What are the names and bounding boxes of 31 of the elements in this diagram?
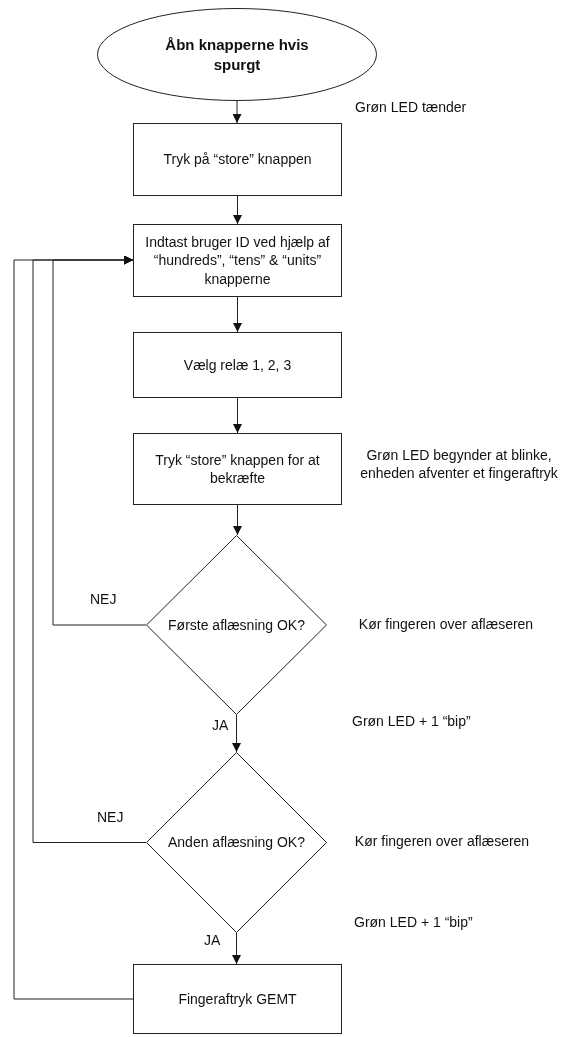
step-text: Tryk “store” knappen for at bekræfte	[154, 450, 321, 488]
process-box	[133, 123, 342, 196]
note-text: Kør fingeren over aflæseren	[353, 832, 531, 851]
start-ellipse	[97, 8, 377, 101]
edge-label: JA	[211, 717, 230, 733]
step-text: Fingeraftryk GEMT	[177, 989, 298, 1009]
step-text: Indtast bruger ID ved hjælp af “hundreds”, “tens” & “units” knapperne	[144, 233, 331, 288]
note-text: Grøn LED begynder at blinke, enheden afventer et fingeraftryk	[359, 446, 559, 483]
process-box	[133, 332, 342, 398]
step-text: Tryk på “store” knappen	[162, 150, 313, 169]
arrow	[232, 932, 241, 965]
decision-text: Anden aflæsning OK?	[167, 833, 306, 852]
process-box	[133, 224, 342, 297]
note-text: Kør fingeren over aflæseren	[357, 615, 535, 634]
arrow	[13, 255, 134, 1000]
note-text: Grøn LED + 1 “bip”	[354, 914, 473, 930]
arrow	[233, 397, 242, 434]
note-text: Grøn LED tænder	[355, 99, 467, 115]
arrow	[233, 504, 242, 536]
note-text: Grøn LED + 1 “bip”	[352, 713, 471, 729]
edge-label: NEJ	[96, 809, 125, 825]
arrow	[233, 296, 242, 333]
decision-text: Første aflæsning OK?	[167, 615, 306, 635]
arrow	[232, 100, 242, 124]
start-text: Åbn knapperne hvis spurgt	[164, 35, 310, 74]
arrow	[233, 195, 242, 225]
step-text: Vælg relæ 1, 2, 3	[182, 355, 293, 375]
process-box	[133, 964, 342, 1034]
edge-label: NEJ	[89, 591, 118, 607]
edge-label: JA	[203, 932, 222, 948]
arrow	[232, 714, 241, 753]
